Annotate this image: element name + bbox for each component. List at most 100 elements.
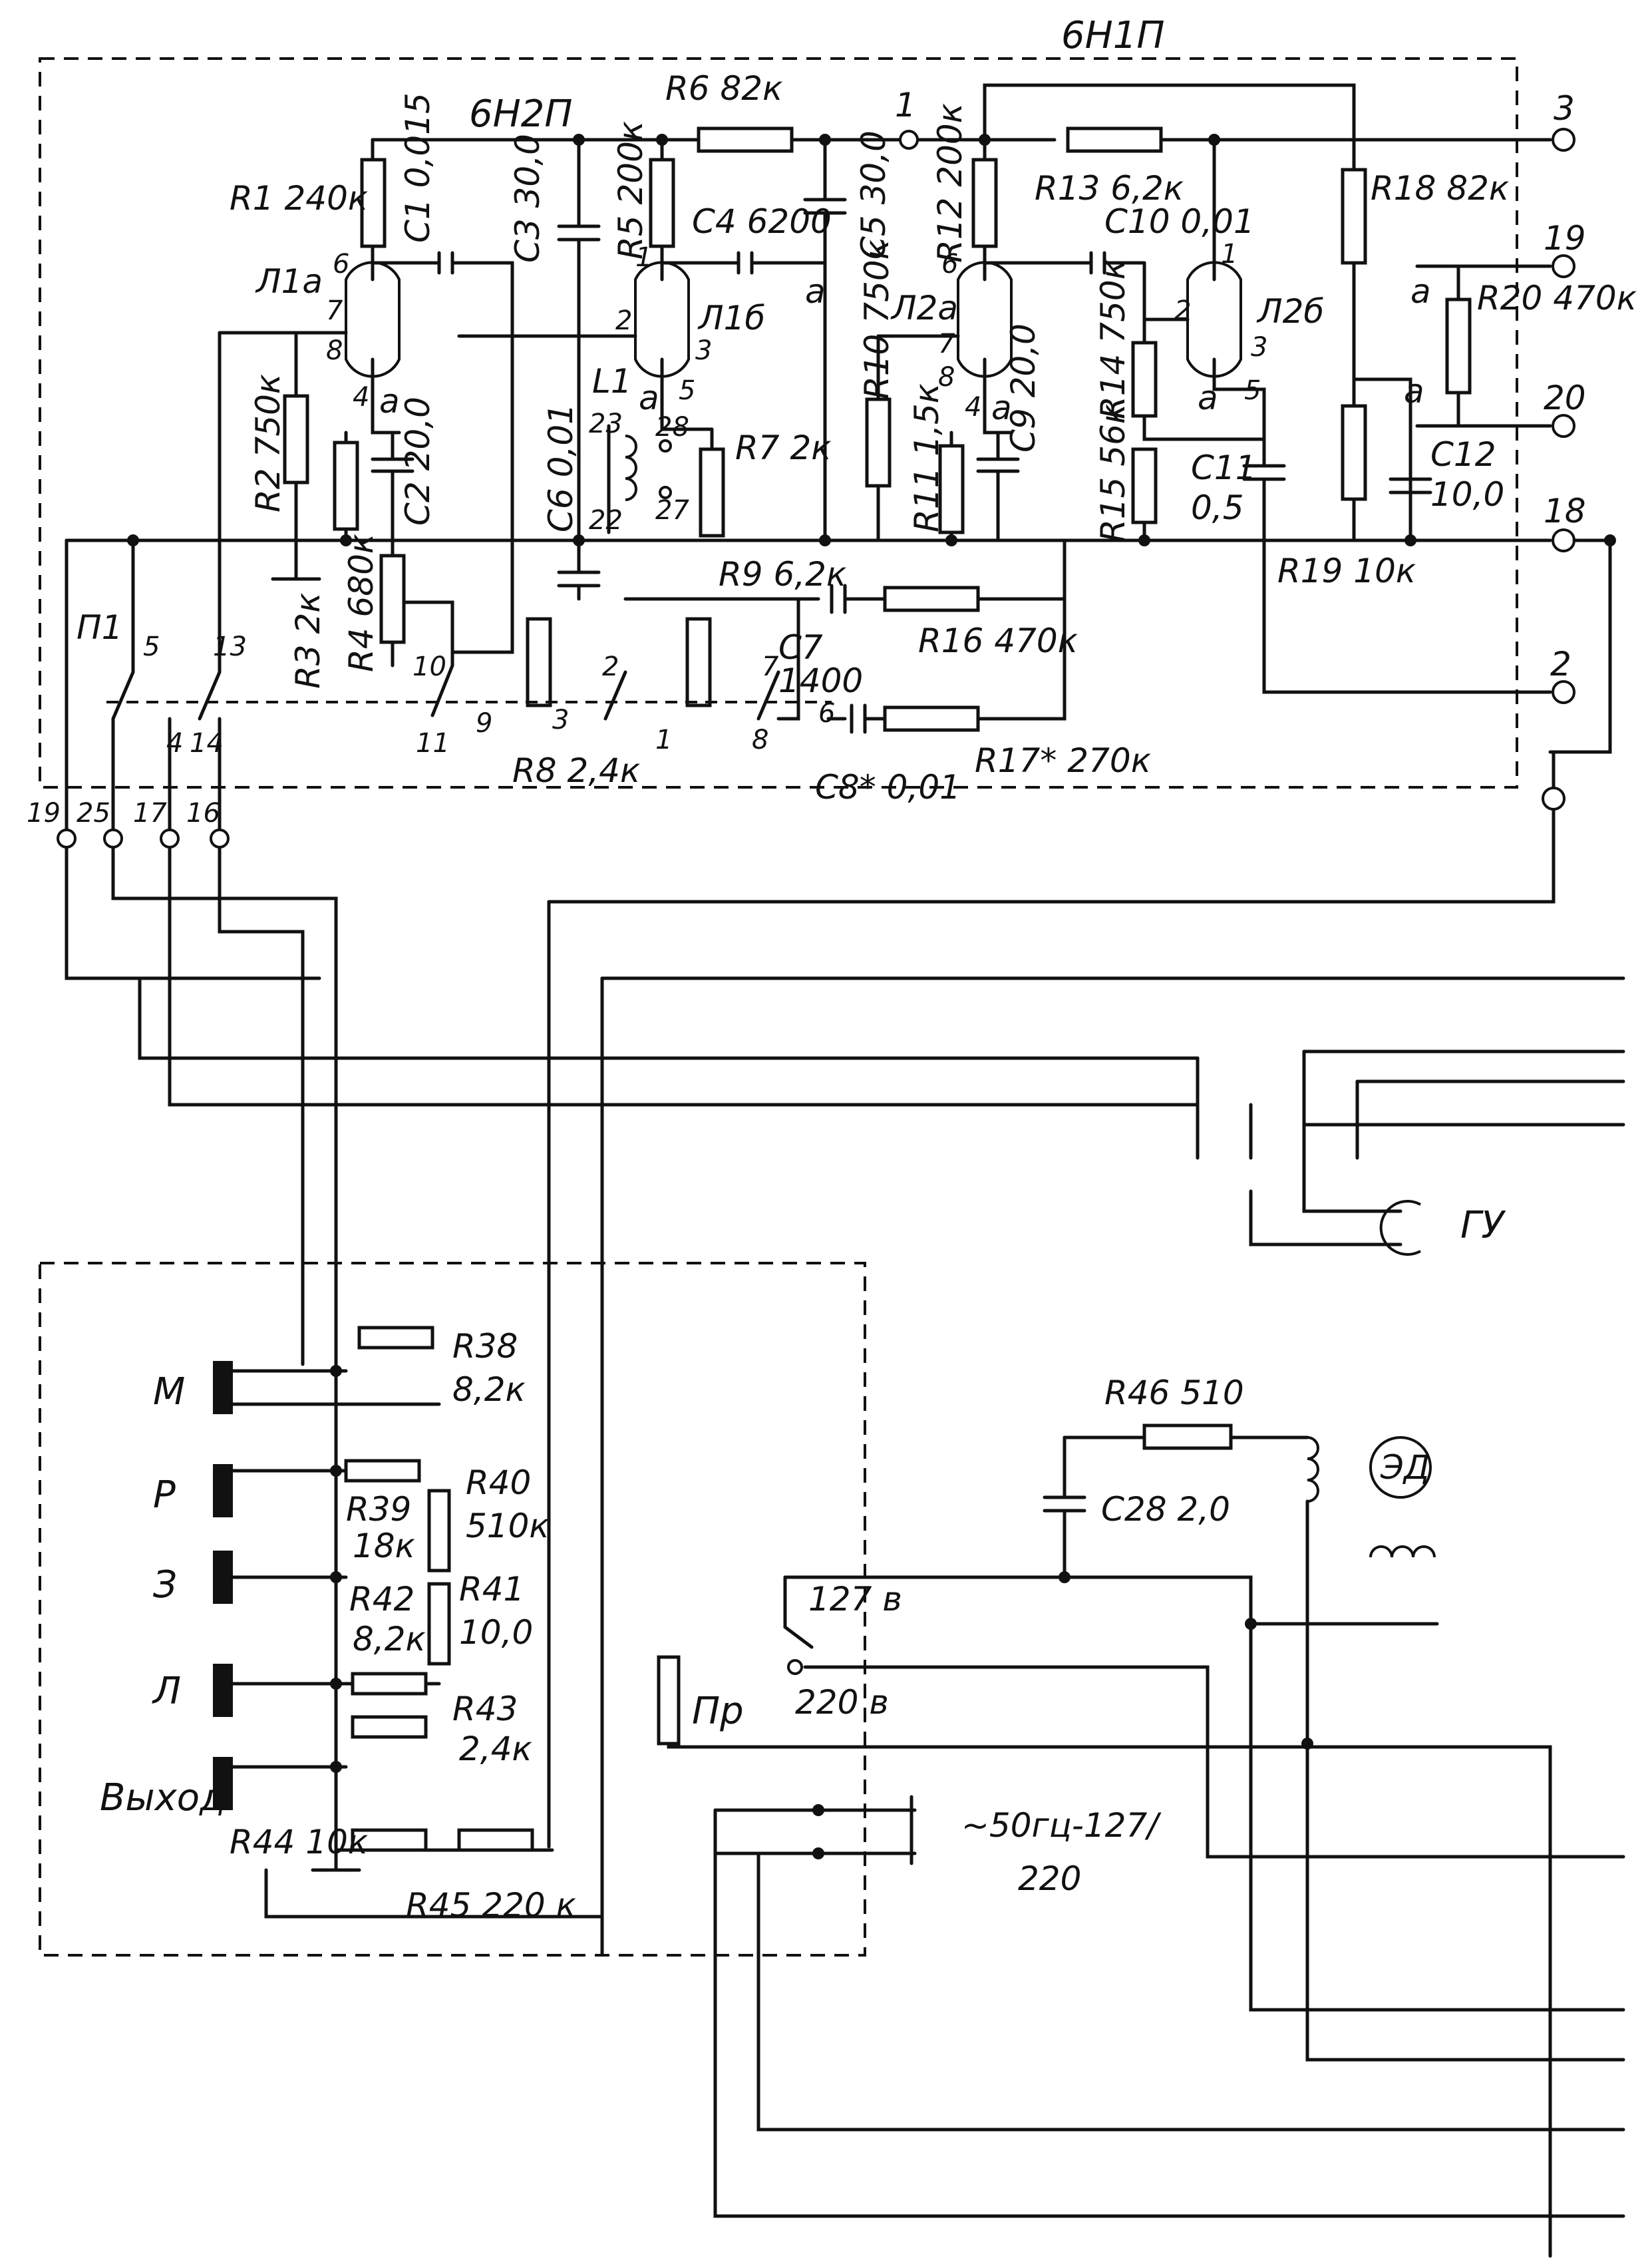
label-l1: L1: [592, 362, 632, 401]
pin-5-l2b: 5: [1244, 375, 1261, 406]
pin-3-l2b: 3: [1251, 332, 1267, 363]
switch-contact-11: 11: [416, 728, 450, 759]
l1-coil: [625, 435, 637, 501]
label-r8: R8 2,4к: [512, 751, 640, 790]
label-r41: R41: [459, 1570, 524, 1608]
r13-resistor: [1066, 126, 1163, 153]
r16-potentiometer: [883, 586, 980, 612]
c2-capacitor: [371, 431, 414, 542]
terminal-3[interactable]: [1552, 128, 1575, 152]
r14-to-r15: [1142, 414, 1266, 441]
label-r19: R19 10к: [1277, 552, 1416, 590]
pin-6-l1a: 6: [333, 249, 349, 280]
label-c12: C12: [1430, 435, 1496, 474]
tube-l2a: [957, 261, 1013, 378]
switch-contact-6: 6: [818, 698, 835, 729]
r9-resistor: [685, 617, 712, 707]
p1-contact-5: [111, 538, 135, 721]
pin-7-l1a: 7: [326, 295, 343, 326]
switch-contact-13: 13: [213, 632, 247, 662]
jack-m-icon[interactable]: [213, 1361, 233, 1414]
label-r39: R39: [346, 1490, 411, 1529]
label-c2: C2 20,0: [399, 397, 437, 526]
switch-contact-14: 14: [190, 728, 224, 759]
c28-capacitor: [1043, 1435, 1086, 1579]
jack-out-icon[interactable]: [213, 1757, 233, 1810]
label-r6: R6 82к: [665, 69, 782, 108]
p1-contact-13: [198, 331, 222, 721]
fuse-icon: [657, 1655, 681, 1746]
pin-4-l2a: 4: [965, 392, 981, 423]
terminal-1: [899, 130, 919, 150]
jack-label-z: З: [153, 1563, 177, 1606]
label-r43-val: 2,4к: [459, 1730, 532, 1768]
terminal-18[interactable]: [1552, 528, 1575, 552]
pin-4-l1a: 4: [353, 382, 369, 413]
cable-19: [65, 538, 321, 980]
r45-resistor: [457, 1828, 534, 1852]
r9-path: [623, 597, 800, 721]
connector-label-19: 19: [27, 798, 61, 829]
label-c5: C5 30,0: [854, 130, 893, 260]
label-c10: C10 0,01: [1104, 202, 1255, 241]
motor-ed-icon: [1369, 1436, 1432, 1499]
connector-pin-19: [57, 829, 77, 849]
input-ground-symbol: [311, 1848, 361, 1872]
r17-return: [976, 597, 1067, 721]
tube-label-l2a: Л2а: [890, 289, 958, 327]
tube-label-l2b: Л2б: [1256, 292, 1324, 331]
gu-wire: [1249, 1189, 1402, 1246]
switch-contact-1: 1: [655, 725, 672, 755]
label-a-l1b: а: [639, 379, 659, 417]
switch-contact-4: 4: [166, 728, 183, 759]
connector-pin-16: [210, 829, 230, 849]
switch-contact-9: 9: [476, 708, 492, 739]
jack-p-icon[interactable]: [213, 1464, 233, 1517]
label-r3: R3 2к: [289, 593, 327, 689]
label-c1: C1 0,015: [399, 93, 437, 243]
r40-resistor: [427, 1489, 451, 1573]
label-a-l1a: а: [379, 382, 400, 421]
pin-2-l2b: 2: [1174, 295, 1191, 326]
junction-dots: [127, 134, 1616, 1859]
tube-label-l1b: Л1б: [697, 299, 765, 337]
tube-l1b: [634, 261, 690, 378]
c7-capacitor: [776, 584, 887, 614]
bus-bottom: [1249, 1622, 1625, 2062]
connector-label-25: 25: [77, 798, 110, 829]
jack-z-icon[interactable]: [213, 1551, 233, 1604]
terminal-2[interactable]: [1552, 680, 1575, 704]
label-c8: C8* 0,01: [815, 768, 961, 807]
label-r40: R40: [466, 1463, 531, 1502]
switch-contact-8: 8: [752, 725, 768, 755]
r8-resistor: [526, 617, 552, 707]
label-r10: R10 750к: [858, 240, 896, 399]
gu-wire-2: [1302, 1156, 1402, 1213]
label-r15: R15 56к: [1094, 404, 1132, 542]
label-r43: R43: [452, 1690, 518, 1728]
c12-capacitor: [1389, 477, 1432, 494]
label-r17: R17* 270к: [975, 741, 1151, 780]
r4-potentiometer: [379, 554, 406, 644]
r46-resistor: [1142, 1423, 1233, 1450]
label-r4: R4 680к: [342, 534, 381, 672]
l2a-cathode-lead: [983, 357, 1013, 435]
connector-pin-25: [103, 829, 123, 849]
c3-capacitor: [557, 138, 601, 542]
terminal-19[interactable]: [1552, 254, 1575, 278]
r4-wiper: [404, 600, 454, 667]
jack-l-icon[interactable]: [213, 1664, 233, 1717]
switch-contact-10: 10: [412, 652, 446, 682]
pin-5-l1b: 5: [679, 375, 695, 406]
label-220v: 220 в: [795, 1683, 889, 1722]
c8-capacitor: [826, 703, 887, 734]
p1-contact-7: [756, 670, 780, 721]
l1-pin-22: 22: [589, 505, 623, 536]
r14-resistor: [1131, 341, 1158, 418]
pin-3-l1b: 3: [695, 335, 712, 366]
label-c4: C4 6200: [692, 202, 832, 241]
label-c12-val: 10,0: [1430, 475, 1504, 514]
terminal-20[interactable]: [1552, 414, 1575, 438]
l1-pin-27: 27: [655, 495, 689, 526]
switch-contact-3: 3: [552, 705, 569, 735]
